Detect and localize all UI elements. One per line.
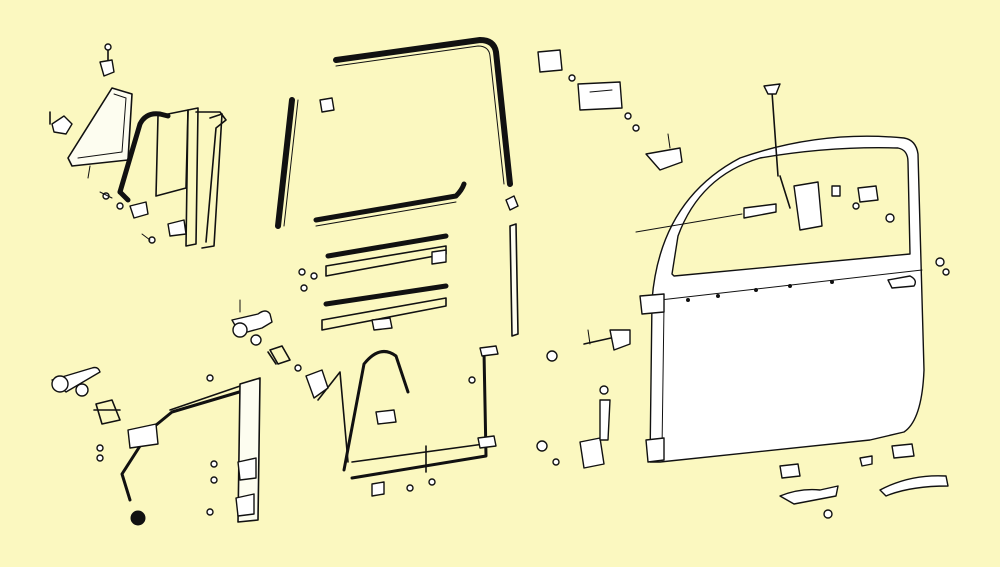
vent-window-frame [99, 107, 227, 249]
window-scrapers [298, 233, 449, 331]
window-guide-rail [505, 195, 519, 337]
window-channel [275, 97, 299, 229]
window-crank-handle [51, 299, 291, 425]
door-lock-cylinder [537, 49, 623, 111]
door-check-strap [546, 329, 631, 362]
window-lift-frame [305, 345, 499, 497]
door-hinge [536, 385, 611, 469]
door-shell [639, 135, 925, 463]
door-lock-mechanism [635, 175, 895, 233]
door-glass-seal [313, 37, 513, 227]
fasteners [206, 257, 950, 382]
exterior-door-handle [859, 443, 949, 497]
lock-knob-rod [763, 83, 781, 177]
window-regulator [96, 377, 261, 526]
interior-door-handle [779, 463, 839, 519]
striker-plate [624, 112, 683, 171]
vent-window-assembly [49, 43, 133, 179]
